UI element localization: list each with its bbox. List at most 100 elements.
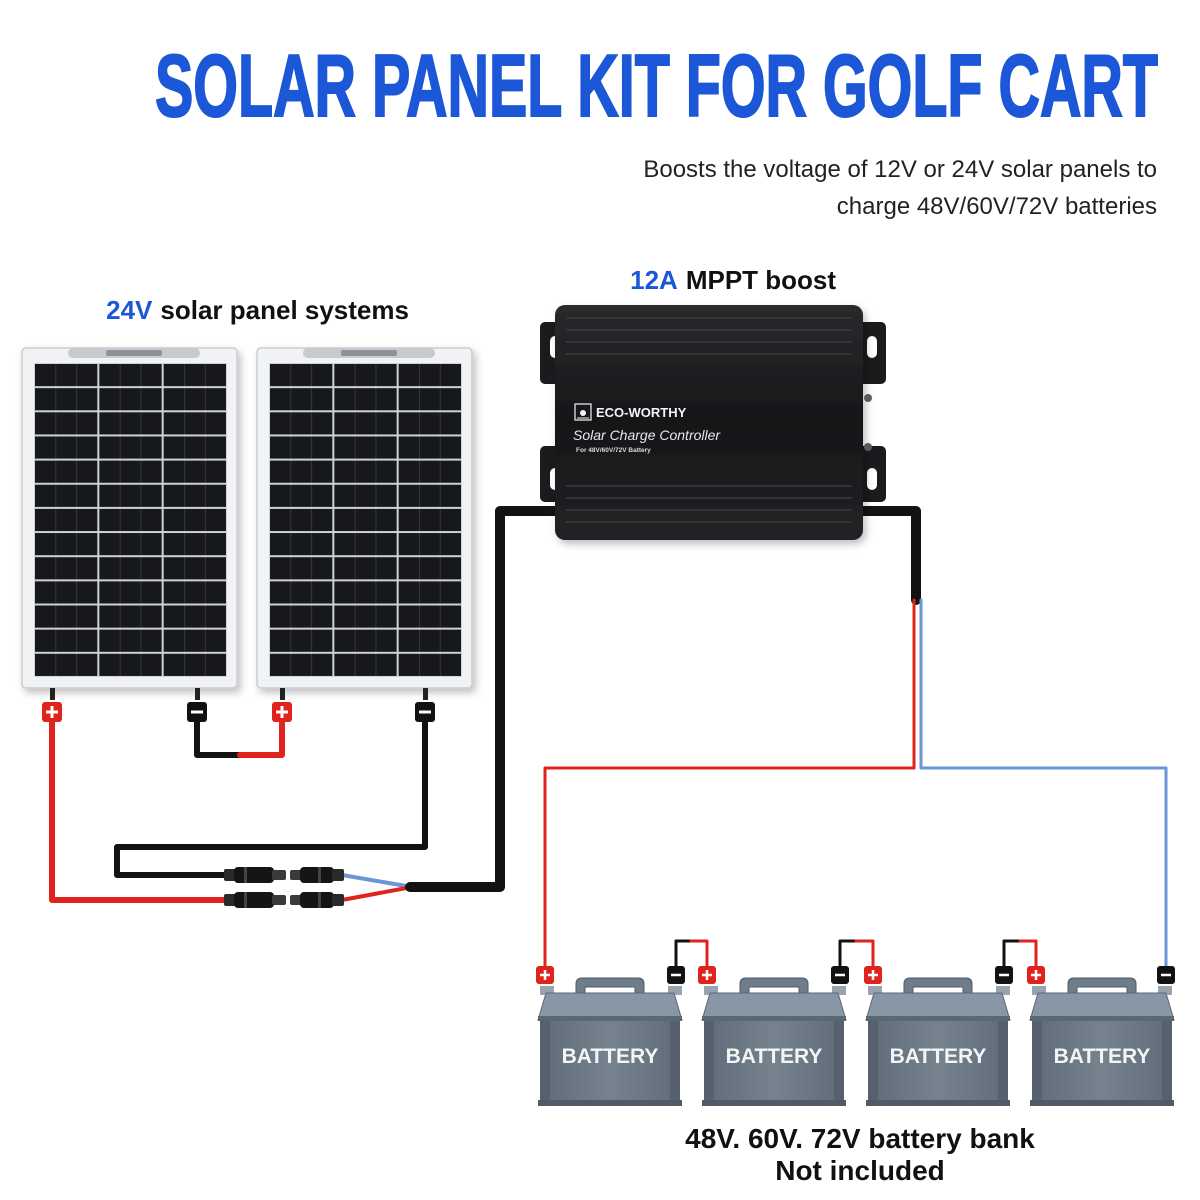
battery-handle — [575, 977, 645, 996]
battery-label: BATTERY — [562, 1045, 659, 1068]
battery-body — [704, 1021, 844, 1103]
battery-2: BATTERY — [701, 977, 847, 1106]
battery-lid-ridge — [866, 1016, 1010, 1021]
heatsink-fins-bottom — [566, 485, 852, 523]
battery-bank-caption: 48V. 60V. 72V battery bank — [685, 1123, 1035, 1154]
battery-lid — [1029, 992, 1175, 1021]
controller-label: 12A MPPT boost — [594, 265, 858, 295]
controller-input-cable — [405, 506, 565, 892]
battery-rib-left — [540, 1021, 550, 1103]
plus-terminal-icon — [1027, 966, 1045, 984]
battery-lid-ridge — [538, 1016, 682, 1021]
lead-stub-positive — [280, 688, 285, 700]
plus-terminal-icon — [272, 702, 292, 722]
mc4-female-connector-bottom — [290, 892, 344, 908]
jumper-2-negative — [838, 939, 858, 968]
minus-terminal-icon — [667, 966, 685, 984]
terminal-post — [832, 986, 846, 995]
sun-logo-icon — [574, 403, 592, 421]
battery-handle — [1067, 977, 1137, 996]
battery-handle — [903, 977, 973, 996]
minus-terminal-icon — [831, 966, 849, 984]
battery-base — [866, 1100, 1010, 1106]
indicator-port-bottom — [864, 443, 872, 451]
solar-panel-2 — [256, 347, 473, 700]
battery-body — [540, 1021, 680, 1103]
controller-brand: ECO-WORTHY — [596, 405, 687, 420]
junction-box — [341, 350, 397, 356]
series-link-positive-wire — [237, 719, 285, 758]
solar-cell-grid — [34, 363, 227, 677]
subtitle-line-1: Boosts the voltage of 12V or 24V solar p… — [643, 156, 1157, 183]
heatsink-fins-top — [566, 317, 852, 355]
subtitle-line-2: charge 48V/60V/72V batteries — [837, 193, 1157, 220]
battery-lid — [701, 992, 847, 1021]
plus-terminal-icon — [864, 966, 882, 984]
battery-rib-right — [834, 1021, 844, 1103]
panel-wiring — [49, 506, 1168, 968]
terminal-post — [668, 986, 682, 995]
battery-base — [1030, 1100, 1174, 1106]
battery-base — [538, 1100, 682, 1106]
solar-panels-voltage: 24V — [106, 295, 153, 325]
minus-terminal-icon — [995, 966, 1013, 984]
plus-terminal-icon — [536, 966, 554, 984]
jumper-2-positive — [854, 939, 875, 968]
lead-stub-negative — [423, 688, 428, 700]
battery-3: BATTERY — [865, 977, 1011, 1106]
battery-lid-ridge — [1030, 1016, 1174, 1021]
minus-terminal-icon — [415, 702, 435, 722]
controller-housing — [555, 305, 863, 540]
solar-panels-label-text: solar panel systems — [160, 295, 409, 325]
solar-panel-1 — [21, 347, 238, 700]
terminal-post — [540, 986, 554, 995]
battery-rib-left — [1032, 1021, 1042, 1103]
battery-base — [702, 1100, 846, 1106]
battery-label: BATTERY — [1054, 1045, 1151, 1068]
battery-jumpers — [674, 939, 1038, 968]
pigtail-red-wire — [340, 885, 414, 902]
page-title: SOLAR PANEL KIT FOR GOLF CART — [155, 36, 1158, 135]
series-link-negative-wire — [194, 719, 243, 758]
battery-lid — [865, 992, 1011, 1021]
controller-label-text: MPPT boost — [686, 265, 837, 295]
battery-1: BATTERY — [537, 977, 683, 1106]
plus-terminal-icon — [42, 702, 62, 722]
controller-compatibility: For 48V/60V/72V Battery — [576, 447, 651, 454]
mc4-male-connector-bottom — [224, 892, 286, 908]
mc4-female-connector-top — [290, 867, 344, 883]
terminal-post — [868, 986, 882, 995]
controller-output-cable — [853, 506, 921, 605]
battery-negative-wire — [919, 598, 1168, 968]
mc4-connectors — [224, 867, 344, 908]
array-positive-wire — [49, 719, 229, 903]
battery-4: BATTERY — [1029, 977, 1175, 1106]
minus-terminal-icon — [1157, 966, 1175, 984]
plus-terminal-icon — [698, 966, 716, 984]
battery-body — [868, 1021, 1008, 1103]
battery-rib-right — [1162, 1021, 1172, 1103]
battery-label: BATTERY — [890, 1045, 987, 1068]
terminal-post — [704, 986, 718, 995]
terminal-post — [1032, 986, 1046, 995]
battery-lid — [537, 992, 683, 1021]
battery-body — [1032, 1021, 1172, 1103]
jumper-1-negative — [674, 939, 693, 968]
pigtail-blue-wire — [340, 873, 414, 889]
minus-terminal-icon — [187, 702, 207, 722]
lead-stub-positive — [50, 688, 55, 700]
jumper-3-positive — [1018, 939, 1038, 968]
controller-amperage: 12A — [630, 265, 678, 295]
battery-positive-wire — [543, 598, 916, 968]
charge-controller: ECO-WORTHY Solar Charge Controller For 4… — [540, 305, 886, 540]
jumper-3-negative — [1002, 939, 1022, 968]
mc4-male-connector-top — [224, 867, 286, 883]
battery-label: BATTERY — [726, 1045, 823, 1068]
indicator-port-top — [864, 394, 872, 402]
battery-handle — [739, 977, 809, 996]
junction-box — [106, 350, 162, 356]
jumper-1-positive — [689, 939, 709, 968]
array-negative-wire — [114, 719, 428, 878]
battery-rib-left — [704, 1021, 714, 1103]
